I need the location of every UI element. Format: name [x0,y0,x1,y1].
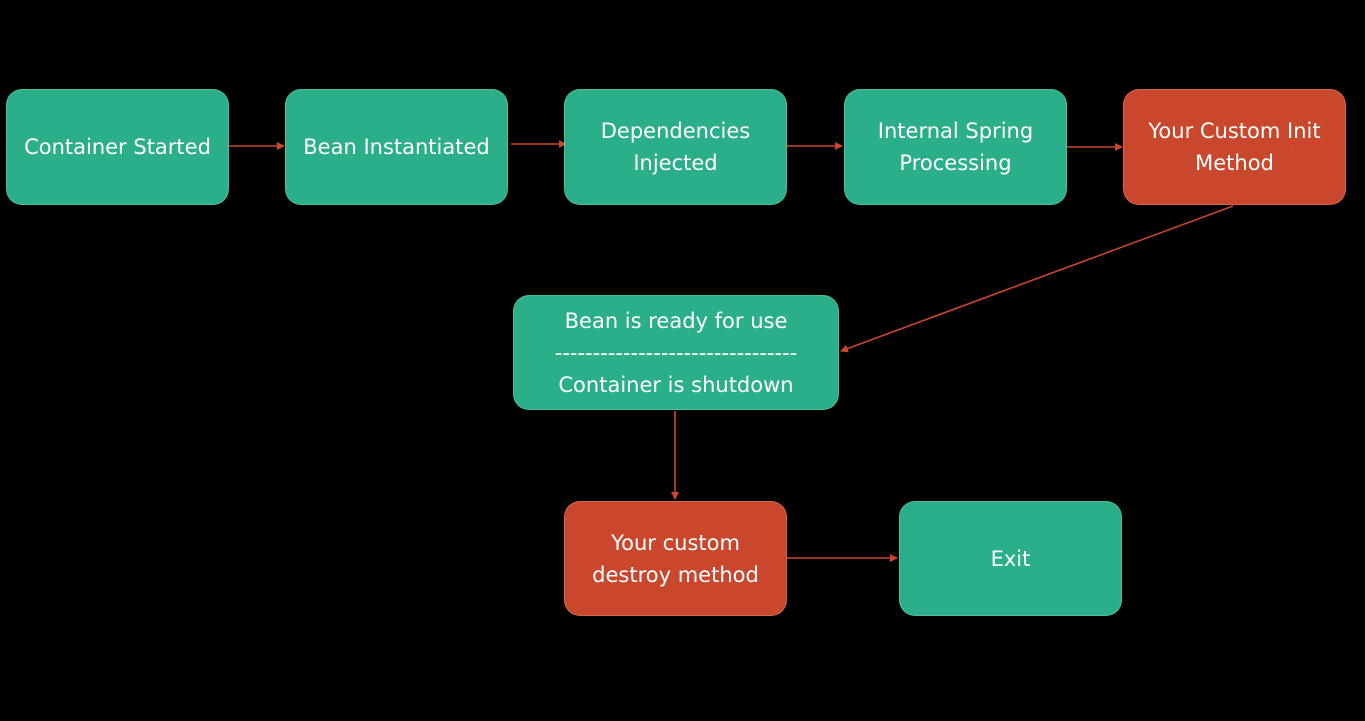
node-label-line-1: Dependencies [600,119,751,143]
node-bean-instantiated: Bean Instantiated [285,89,508,205]
node-internal-spring-processing: Internal Spring Processing [844,89,1067,205]
node-label-line-2: destroy method [592,562,759,587]
node-exit: Exit [899,501,1122,616]
node-label-line-2: Method [1195,151,1274,175]
node-label: Exit [990,546,1031,571]
label-prefix: Your Custom [1148,119,1288,143]
node-label-line-1: Your custom [611,530,740,555]
node-label-line-1: Internal Spring [877,119,1034,143]
node-label-line-2: Container is shutdown [558,372,794,397]
node-divider-text: -------------------------------- [554,340,798,365]
node-label-line-2: Processing [899,151,1012,175]
node-label-line-2: Injected [633,151,718,175]
spellcheck-flagged-word: Init [1287,119,1321,143]
arrow-init-to-ready [840,205,1234,353]
node-custom-init-method: Your Custom Init Method [1123,89,1346,205]
node-label-line-1: Your Custom Init [1148,115,1320,147]
node-label: Bean Instantiated [303,135,490,159]
node-custom-destroy-method: Your custom destroy method [564,501,787,616]
node-dependencies-injected: Dependencies Injected [564,89,787,205]
node-bean-ready: Bean is ready for use ------------------… [513,295,839,410]
node-label-line-1: Bean is ready for use [564,308,788,333]
node-label: Container Started [24,135,211,159]
node-container-started: Container Started [6,89,229,205]
